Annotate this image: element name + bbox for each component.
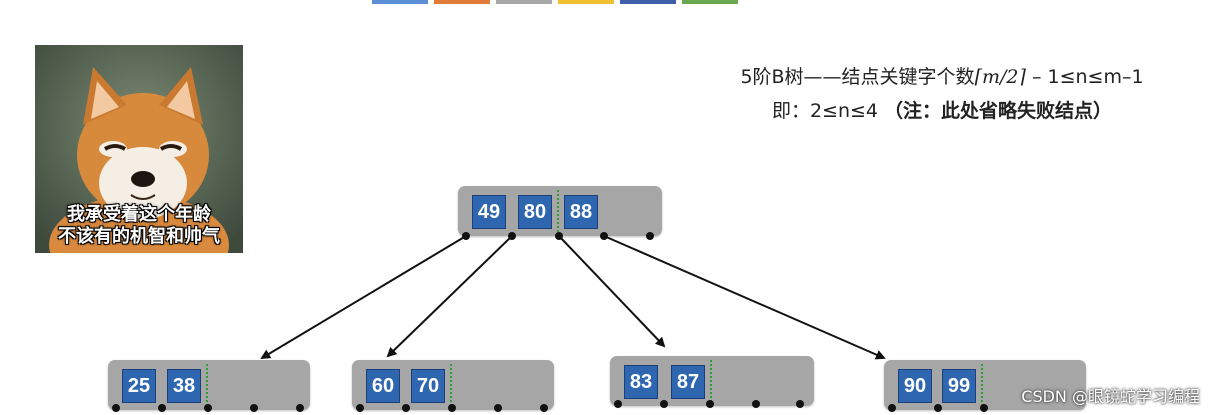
edge-root-to-child-4 (603, 235, 886, 360)
pointer-dot (660, 400, 668, 408)
color-swatch (372, 0, 428, 4)
pointer-dot (462, 232, 470, 240)
rule-line-1: 5阶B树——结点关键字个数⌈m/2⌉ – 1≤n≤m–1 (692, 62, 1192, 89)
pointer-dot (614, 400, 622, 408)
root-key-3: 88 (564, 195, 598, 229)
shiba-meme-image: 我承受着这个年龄 不该有的机智和帅气 (35, 45, 243, 253)
shiba-dog-icon (35, 45, 243, 253)
pointer-dot (402, 404, 410, 412)
child-4-key-1: 90 (898, 369, 932, 403)
csdn-watermark: CSDN @眼镜蛇学习编程 (1021, 387, 1200, 406)
pointer-dot (158, 404, 166, 412)
edge-root-to-child-1 (260, 235, 467, 360)
rule-note: （注：此处省略失败结点） (884, 100, 1113, 122)
meme-caption-line1: 我承受着这个年龄 (67, 204, 211, 225)
rule-prefix: 5阶B树——结点关键字个数 (740, 66, 975, 88)
pointer-dot (204, 404, 212, 412)
child-node-1: 25 38 (108, 360, 310, 410)
pointer-dot (555, 232, 563, 240)
pointer-dot (540, 404, 548, 412)
pointer-dot (600, 232, 608, 240)
pointer-dot (934, 404, 942, 412)
rule-suffix: – 1≤n≤m–1 (1025, 66, 1144, 88)
child-node-2: 60 70 (352, 360, 554, 410)
color-swatch (434, 0, 490, 4)
pointer-dot (706, 400, 714, 408)
child-4-key-2: 99 (942, 369, 976, 403)
child-node-4: 90 99 (884, 360, 1086, 410)
node-separator (557, 190, 559, 232)
pointer-dot (752, 400, 760, 408)
root-key-2: 80 (518, 195, 552, 229)
pointer-dot (296, 404, 304, 412)
pointer-dot (448, 404, 456, 412)
child-3-key-1: 83 (624, 365, 658, 399)
rule-line-2: 即：2≤n≤4 （注：此处省略失败结点） (692, 96, 1192, 123)
child-1-key-1: 25 (122, 369, 156, 403)
child-2-key-1: 60 (366, 369, 400, 403)
child-3-key-2: 87 (671, 365, 705, 399)
color-swatch (682, 0, 738, 4)
ceil-expression: ⌈m/2⌉ (974, 66, 1026, 88)
child-node-3: 83 87 (610, 356, 814, 406)
pointer-dot (508, 232, 516, 240)
node-separator (710, 360, 712, 402)
node-separator (450, 364, 452, 406)
node-separator (206, 364, 208, 406)
pointer-dot (250, 404, 258, 412)
pointer-dot (356, 404, 364, 412)
pointer-dot (112, 404, 120, 412)
root-key-1: 49 (472, 195, 506, 229)
child-2-key-2: 70 (411, 369, 445, 403)
pointer-dot (980, 404, 988, 412)
pointer-dot (796, 400, 804, 408)
pointer-dot (888, 404, 896, 412)
edge-root-to-child-2 (386, 235, 513, 358)
root-node: 49 80 88 (458, 186, 662, 236)
node-separator (981, 364, 983, 406)
rule-range: 即：2≤n≤4 (771, 100, 885, 122)
meme-caption-line2: 不该有的机智和帅气 (58, 226, 220, 247)
color-swatch (558, 0, 614, 4)
pointer-dot (494, 404, 502, 412)
color-swatch (620, 0, 676, 4)
edge-root-to-child-3 (558, 235, 666, 348)
child-1-key-2: 38 (167, 369, 201, 403)
top-color-strip (372, 0, 738, 4)
color-swatch (496, 0, 552, 4)
pointer-dot (646, 232, 654, 240)
